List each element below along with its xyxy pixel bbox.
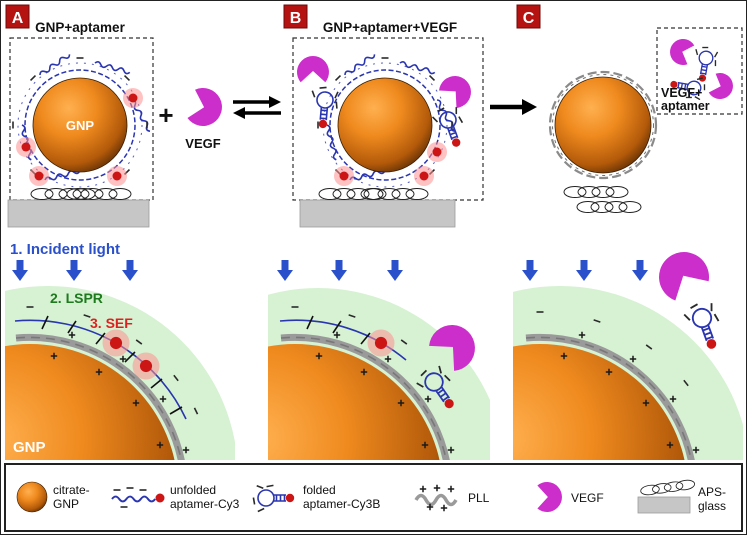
panel-a-dashed-box bbox=[9, 37, 154, 201]
panel-a-title: GNP+aptamer bbox=[35, 20, 125, 35]
legend-label: GNP bbox=[53, 497, 79, 511]
legend-item-aps-glass: APS- glass bbox=[637, 478, 726, 514]
pll-layer-3-core bbox=[525, 336, 693, 460]
legend-label: folded bbox=[303, 483, 336, 497]
legend-item-folded-aptamer: folded aptamer-Cy3B bbox=[253, 483, 380, 511]
inset-dashed-box bbox=[656, 27, 743, 115]
aps-glass-icon bbox=[637, 478, 696, 514]
pll-layer-1-core bbox=[15, 336, 183, 460]
aptamer-shell-a bbox=[12, 51, 153, 188]
panel-b-badge bbox=[283, 4, 308, 29]
unfolded-aptamer-cy3-icon bbox=[111, 487, 165, 508]
sef-dot-1 bbox=[102, 329, 130, 357]
aptamer-ticks-1 bbox=[41, 315, 183, 415]
panel-c-badge bbox=[516, 4, 541, 29]
gnp-surface-1 bbox=[5, 344, 175, 460]
legend-label: aptamer-Cy3 bbox=[170, 497, 240, 511]
sef-dot-3 bbox=[367, 329, 395, 357]
pll-layer-2-core bbox=[280, 336, 448, 460]
panel-a: A GNP+aptamer GNP bbox=[5, 4, 281, 228]
legend-item-unfolded-aptamer: unfolded aptamer-Cy3 bbox=[111, 483, 240, 511]
mechanism-panel-3 bbox=[513, 242, 743, 460]
lspr-label: 2. LSPR bbox=[50, 290, 103, 306]
panel-b-dashed-box bbox=[292, 37, 484, 201]
legend: citrate- GNP unfolded aptamer-Cy3 folded… bbox=[4, 463, 743, 532]
forward-arrow-icon bbox=[490, 99, 537, 115]
equilibrium-arrow-icon bbox=[233, 96, 281, 119]
panel-a-badge bbox=[5, 4, 30, 29]
panel-a-badge-label: A bbox=[12, 10, 24, 27]
aps-glass-slab-b bbox=[299, 199, 456, 228]
gnp-sphere-c bbox=[554, 76, 652, 174]
sef-dot-2 bbox=[132, 352, 160, 380]
gnp-wavy-coat-c-inner bbox=[552, 74, 654, 176]
citrate-gnp-icon bbox=[16, 481, 48, 513]
aptamer-shell-b bbox=[317, 51, 458, 188]
aptamer-line-2 bbox=[279, 319, 407, 361]
legend-item-vegf: VEGF bbox=[537, 482, 604, 512]
inset-label-line2: aptamer bbox=[661, 99, 710, 113]
legend-label: unfolded bbox=[170, 483, 216, 497]
panel-b: B GNP+aptamer+VEGF bbox=[283, 4, 537, 228]
gnp-surface-2 bbox=[268, 344, 440, 460]
incident-light-label: 1. Incident light bbox=[10, 241, 120, 258]
legend-label: APS- bbox=[698, 485, 726, 499]
sef-label: 3. SEF bbox=[90, 315, 133, 331]
gnp-sphere-a bbox=[32, 77, 128, 173]
gnp-wavy-coat-c bbox=[548, 70, 658, 180]
vegf-label-a: VEGF bbox=[185, 136, 220, 151]
legend-label: glass bbox=[698, 499, 726, 513]
gnp-sphere-a-label: GNP bbox=[66, 118, 95, 133]
plus-sign: + bbox=[158, 100, 173, 130]
legend-label: aptamer-Cy3B bbox=[303, 497, 380, 511]
panel-b-badge-label: B bbox=[290, 10, 302, 27]
legend-label: citrate- bbox=[53, 483, 90, 497]
mechanism-panel-1: 1. Incident light 2. LSPR 3. SEF GNP bbox=[5, 241, 235, 460]
gnp-surface-label: GNP bbox=[13, 439, 46, 456]
panel-b-title: GNP+aptamer+VEGF bbox=[323, 20, 457, 35]
legend-label: VEGF bbox=[571, 491, 604, 505]
vegf-aptamer-inset: VEGF+ aptamer bbox=[656, 27, 743, 115]
gnp-sphere-b bbox=[337, 77, 433, 173]
gnp-surface-3 bbox=[513, 344, 685, 460]
inset-label-line1: VEGF+ bbox=[661, 86, 702, 100]
pll-icon bbox=[414, 484, 458, 512]
legend-item-citrate-gnp: citrate- GNP bbox=[16, 481, 90, 513]
aptamer-ticks-2 bbox=[306, 315, 371, 345]
legend-item-pll: PLL bbox=[414, 484, 490, 512]
panel-c: C VEGF+ aptamer bbox=[516, 4, 743, 213]
legend-label: PLL bbox=[468, 491, 490, 505]
panel-c-badge-label: C bbox=[523, 10, 535, 27]
mechanism-panel-2 bbox=[268, 260, 490, 460]
aps-glass-slab-a bbox=[7, 199, 150, 228]
